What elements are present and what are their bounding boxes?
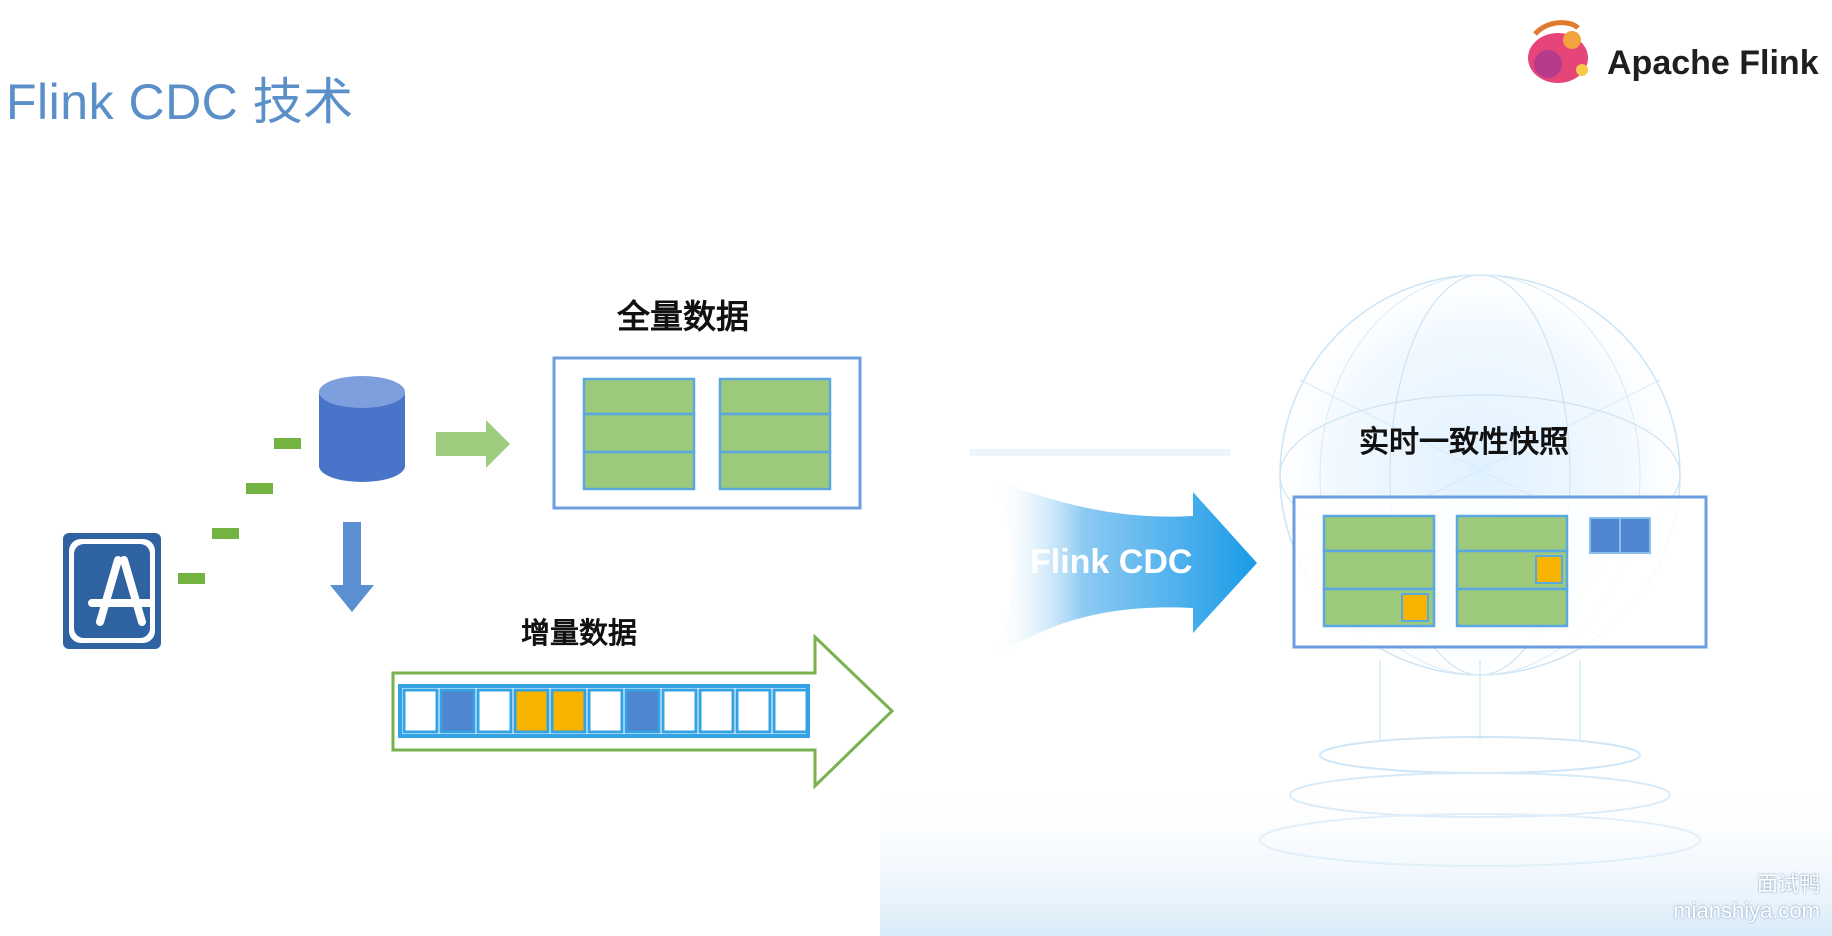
snapshot-box: [1292, 495, 1708, 649]
snapshot-update-cell-2: [1535, 555, 1563, 584]
incremental-cells: [402, 688, 809, 734]
flink-cdc-arrow: [970, 449, 1257, 660]
full-data-box: [552, 356, 862, 510]
incremental-cell-white: [772, 688, 809, 734]
page-title: Flink CDC 技术: [6, 74, 354, 130]
full-data-table-left: [582, 377, 696, 491]
down-arrow-icon: [330, 522, 374, 612]
incremental-cell-white: [661, 688, 698, 734]
snapshot-update-cell-1: [1401, 593, 1429, 622]
right-arrow-icon: [436, 420, 510, 468]
incremental-cell-white: [698, 688, 735, 734]
incremental-cell-white: [735, 688, 772, 734]
watermark-line1: 面试鸭: [1757, 873, 1820, 896]
watermark-line2: mianshiya.com: [1673, 898, 1820, 923]
incremental-cell-white: [402, 688, 439, 734]
full-data-label: 全量数据: [617, 298, 749, 335]
connector-dashes: [178, 438, 301, 584]
incremental-cell-white: [476, 688, 513, 734]
incremental-cell-blue: [439, 688, 476, 734]
flink-squirrel-icon: [1528, 20, 1588, 83]
background-floor: [880, 780, 1832, 936]
incremental-arrow: [391, 633, 895, 790]
flink-cdc-label: Flink CDC: [1030, 543, 1193, 581]
incremental-cell-yellow: [513, 688, 550, 734]
incremental-cell-yellow: [550, 688, 587, 734]
full-data-table-right: [718, 377, 832, 491]
snapshot-new-row: [1589, 517, 1651, 554]
incremental-cell-white: [587, 688, 624, 734]
incremental-data-label: 增量数据: [521, 618, 638, 650]
database-icon: [319, 376, 405, 482]
snapshot-label: 实时一致性快照: [1359, 426, 1569, 459]
incremental-cell-blue: [624, 688, 661, 734]
logo-text: Apache Flink: [1607, 44, 1819, 82]
app-store-icon: [63, 533, 161, 649]
